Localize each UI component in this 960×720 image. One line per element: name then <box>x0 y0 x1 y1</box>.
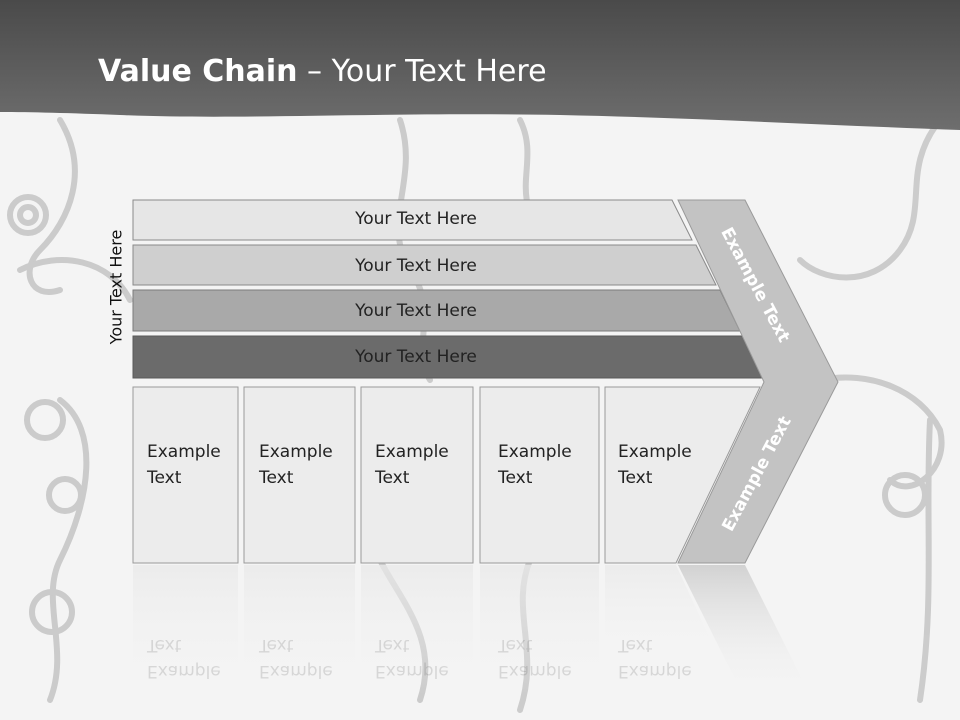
box-2-reflect-line2: Text <box>259 635 294 655</box>
box-4-line2: Text <box>498 468 533 488</box>
box-2 <box>243 386 356 564</box>
box-1-text: Example Text <box>147 439 221 491</box>
box-5-text-reflection: Example Text <box>618 632 692 684</box>
box-5-text: Example Text <box>618 439 692 491</box>
box-4-reflect-line2: Text <box>498 635 533 655</box>
ornament-left-vine <box>17 257 133 303</box>
box-2-line2: Text <box>259 468 294 488</box>
box-3-text-reflection: Example Text <box>375 632 449 684</box>
box-1-line2: Text <box>147 468 182 488</box>
box-3-line2: Text <box>375 468 410 488</box>
ornament-right-mid <box>817 374 945 490</box>
bar-1-label: Your Text Here <box>355 209 477 229</box>
box-3-reflection <box>361 565 473 695</box>
header-band <box>0 0 960 130</box>
ornament-swirl-1-inner <box>17 204 39 226</box>
box-2-reflect-line1: Example <box>259 661 333 681</box>
box-2-text: Example Text <box>259 439 333 491</box>
box-4-text-reflection: Example Text <box>498 632 572 684</box>
title-rest: – Your Text Here <box>297 54 547 89</box>
box-5-line2: Text <box>618 468 653 488</box>
box-4 <box>479 386 600 564</box>
bar-2 <box>132 244 717 286</box>
ornament-right-top <box>797 117 943 281</box>
box-1-reflect-line1: Example <box>147 661 221 681</box>
ornament-swirl-2 <box>882 472 928 518</box>
box-1-reflection <box>133 565 238 695</box>
box-1-text-reflection: Example Text <box>147 632 221 684</box>
box-1 <box>132 386 239 564</box>
box-1-line1: Example <box>147 442 221 462</box>
box-4-reflect-line1: Example <box>498 661 572 681</box>
page-title: Value Chain – Your Text Here <box>98 54 547 89</box>
bar-3-label: Your Text Here <box>355 301 477 321</box>
box-3-reflect-line2: Text <box>375 635 410 655</box>
box-5-line1: Example <box>618 442 692 462</box>
box-4-line1: Example <box>498 442 572 462</box>
bar-4-label: Your Text Here <box>355 347 477 367</box>
bar-stack <box>132 199 765 379</box>
box-2-text-reflection: Example Text <box>259 632 333 684</box>
box-4-text: Example Text <box>498 439 572 491</box>
title-bold: Value Chain <box>98 54 298 89</box>
ornament-flower-3 <box>29 589 75 635</box>
bar-1 <box>132 199 693 241</box>
box-2-line1: Example <box>259 442 333 462</box>
ornament-swirl-1 <box>7 194 49 236</box>
chevron-arrow <box>677 199 839 564</box>
box-3-text: Example Text <box>375 439 449 491</box>
ornament-flower-1 <box>24 399 66 441</box>
box-1-reflect-line2: Text <box>147 635 182 655</box>
box-3-line1: Example <box>375 442 449 462</box>
chevron-reflection <box>678 565 810 695</box>
box-row <box>132 386 761 564</box>
side-label: Your Text Here <box>106 229 126 345</box>
ornament-right-stem <box>917 417 933 703</box>
box-5-reflect-line1: Example <box>618 661 692 681</box>
box-3 <box>360 386 474 564</box>
box-5 <box>604 386 761 564</box>
ornament-left-top <box>26 117 78 295</box>
bar-2-label: Your Text Here <box>355 256 477 276</box>
box-2-reflection <box>244 565 355 695</box>
box-5-reflection <box>605 565 720 660</box>
box-3-reflect-line1: Example <box>375 661 449 681</box>
ornament-left-bottom <box>47 397 90 703</box>
box-4-reflection <box>480 565 599 695</box>
ornament-flower-2 <box>46 476 84 514</box>
box-5-reflect-line2: Text <box>618 635 653 655</box>
reflection <box>133 565 810 695</box>
